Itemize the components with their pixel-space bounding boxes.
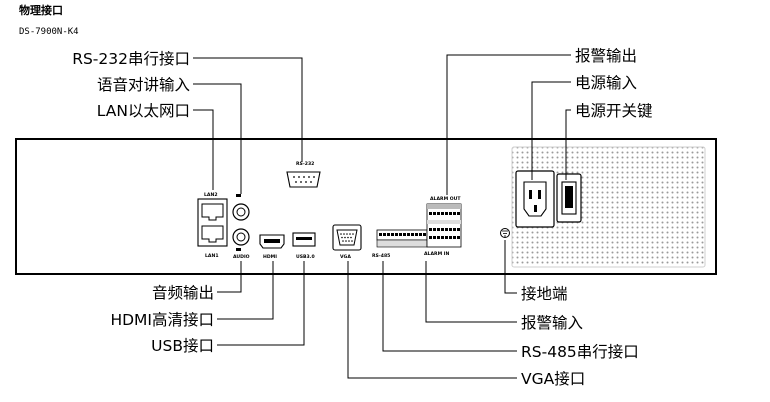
callout-audio-out: 音频输出 bbox=[152, 284, 214, 302]
callout-power-switch: 电源开关键 bbox=[575, 102, 653, 120]
terminal-pin bbox=[429, 212, 432, 215]
usb-label: USB3.0 bbox=[296, 254, 315, 260]
rs485-label: RS-485 bbox=[372, 253, 390, 259]
terminal-pin bbox=[429, 236, 432, 239]
hdmi-port[interactable] bbox=[259, 234, 285, 249]
leader-lines-top bbox=[193, 54, 571, 195]
rs232-label: RS-232 bbox=[296, 161, 314, 167]
usb-port[interactable] bbox=[292, 232, 316, 247]
terminal-pin bbox=[423, 233, 426, 236]
terminal-pin bbox=[441, 228, 444, 231]
terminal-pin bbox=[445, 236, 448, 239]
leader-lines-bottom bbox=[217, 240, 517, 379]
terminal-pin bbox=[379, 233, 382, 236]
terminal-pin bbox=[383, 233, 386, 236]
hdmi-label: HDMI bbox=[263, 254, 277, 260]
callout-power-in: 电源输入 bbox=[575, 74, 637, 92]
vga-label: VGA bbox=[340, 254, 351, 260]
ground-terminal bbox=[500, 228, 510, 238]
audio-label: AUDIO bbox=[233, 254, 250, 260]
terminal-pin bbox=[429, 228, 432, 231]
callout-alarm-out: 报警输出 bbox=[575, 47, 637, 65]
callout-rs485: RS-485串行接口 bbox=[521, 343, 639, 361]
terminal-pin bbox=[433, 212, 436, 215]
terminal-pin bbox=[453, 228, 456, 231]
terminal-pin bbox=[415, 233, 418, 236]
terminal-pin bbox=[437, 236, 440, 239]
terminal-pin bbox=[457, 212, 460, 215]
terminal-pin bbox=[419, 233, 422, 236]
terminal-pin bbox=[437, 228, 440, 231]
rs232-port[interactable] bbox=[286, 171, 321, 188]
terminal-pin bbox=[449, 236, 452, 239]
terminal-pin bbox=[411, 233, 414, 236]
lan2-label: LAN2 bbox=[204, 192, 218, 198]
audio-jacks[interactable] bbox=[232, 194, 250, 251]
terminal-pin bbox=[449, 228, 452, 231]
callout-rs232: RS-232串行接口 bbox=[72, 50, 190, 68]
lan-ports[interactable] bbox=[197, 198, 228, 247]
power-input-socket bbox=[515, 170, 555, 228]
terminal-pin bbox=[387, 233, 390, 236]
model-label: DS-7900N-K4 bbox=[19, 27, 79, 37]
terminal-pin bbox=[437, 212, 440, 215]
lan1-label: LAN1 bbox=[205, 253, 219, 259]
terminal-pin bbox=[403, 233, 406, 236]
callout-lan: LAN以太网口 bbox=[97, 102, 190, 120]
terminal-pin bbox=[445, 228, 448, 231]
terminal-pin bbox=[453, 212, 456, 215]
terminal-pin bbox=[457, 236, 460, 239]
terminal-pin bbox=[399, 233, 402, 236]
terminal-pin bbox=[457, 228, 460, 231]
power-switch[interactable] bbox=[556, 173, 582, 223]
callout-alarm-in: 报警输入 bbox=[521, 314, 583, 332]
page-title: 物理接口 bbox=[19, 4, 63, 17]
terminal-pin bbox=[445, 212, 448, 215]
alarm-out-label: ALARM OUT bbox=[430, 196, 461, 202]
terminal-pin bbox=[433, 228, 436, 231]
callout-hdmi: HDMI高清接口 bbox=[110, 311, 214, 329]
terminal-pin bbox=[441, 212, 444, 215]
terminal-pin bbox=[453, 236, 456, 239]
callout-vga: VGA接口 bbox=[521, 370, 585, 388]
terminal-pin bbox=[433, 236, 436, 239]
terminal-pin bbox=[391, 233, 394, 236]
callout-usb: USB接口 bbox=[151, 337, 214, 355]
terminal-pin bbox=[449, 212, 452, 215]
callout-ground: 接地端 bbox=[521, 285, 568, 303]
callout-audio-in: 语音对讲输入 bbox=[97, 76, 190, 94]
terminal-pin bbox=[407, 233, 410, 236]
terminal-pin bbox=[395, 233, 398, 236]
alarm-in-label: ALARM IN bbox=[424, 251, 449, 257]
vga-port[interactable] bbox=[332, 224, 362, 251]
terminal-pin bbox=[441, 236, 444, 239]
